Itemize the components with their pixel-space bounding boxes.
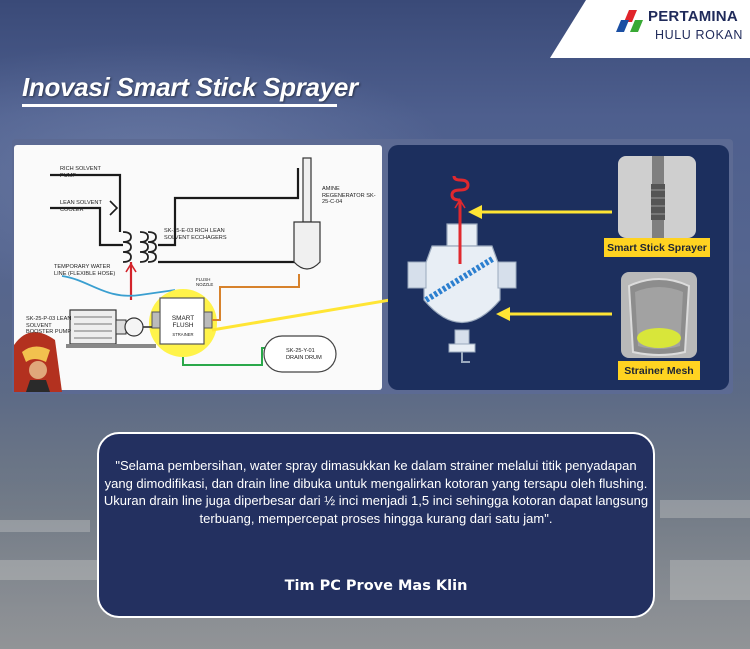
label-amine-regenerator: AMINE REGENERATOR SK-25-C-04 [322, 186, 376, 205]
quote-author: Tim PC Prove Mas Klin [284, 578, 468, 594]
label-exchanger: SK-25-E-03 RICH LEAN SOLVENT ECCHAGERS [164, 228, 227, 241]
label-lean-solvent-cooler: LEAN SOLVENT COOLER [60, 200, 102, 213]
label-flush-nozzle: FLUSH NOZZLE [196, 277, 214, 287]
mesh-photo-illustration [627, 278, 691, 356]
pertamina-logo-icon [616, 10, 643, 32]
sprayer-photo-illustration [651, 156, 665, 238]
label-rich-solvent-pump: RICH SOLVENT PUMP [60, 166, 101, 179]
logo-badge [550, 0, 750, 58]
strainer-mesh-photo [621, 272, 697, 358]
strainer-mesh-label: Strainer Mesh [618, 361, 700, 380]
page-title: Inovasi Smart Stick Sprayer [22, 72, 358, 102]
smart-stick-sprayer-label: Smart Stick Sprayer [604, 238, 710, 257]
quote-box [97, 432, 655, 618]
smart-stick-sprayer-photo [618, 156, 696, 238]
background-structure [660, 500, 750, 518]
label-drain-drum: SK-25-Y-01 DRAIN DRUM [286, 348, 322, 361]
label-temporary-water-line: TEMPORARY WATER LINE (FLEXIBLE HOSE) [54, 264, 116, 277]
brand-name: PERTAMINA [648, 8, 738, 25]
title-underline [22, 104, 337, 107]
label-strainer: STRAINER [172, 332, 194, 337]
brand-subtitle: HULU ROKAN [655, 28, 743, 42]
quote-text: "Selama pembersihan, water spray dimasuk… [103, 458, 649, 526]
label-booster-pump: SK-25-P-03 LEAN SOLVENT BOOSTER PUMP [26, 316, 72, 335]
background-structure [670, 560, 750, 600]
background-structure [0, 560, 100, 580]
label-smart-flush: SMART FLUSH [171, 315, 195, 329]
background-structure [0, 520, 90, 532]
